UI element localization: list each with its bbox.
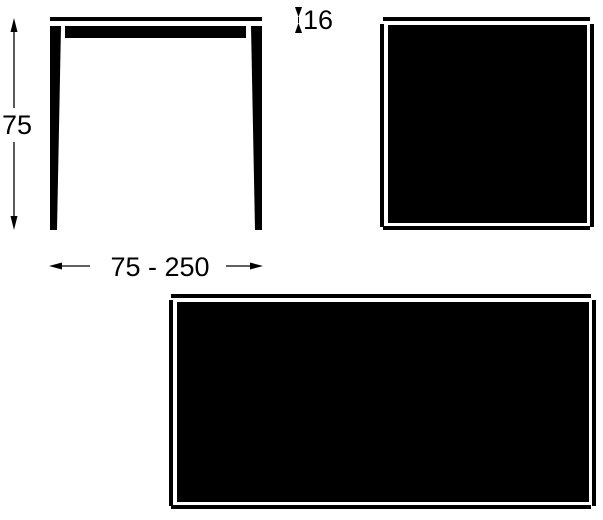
square-top-edge-top [383,17,590,21]
left-leg [50,26,61,230]
rectangular-top-plan-view [169,294,596,509]
square-top-edge-left [380,24,384,227]
side-elevation-view [50,17,262,230]
thickness-label: 16 [303,5,333,35]
height-arrow-up-icon [10,18,18,32]
right-leg [251,26,262,230]
square-top-surface [388,25,587,223]
rect-top-edge-bottom [171,505,591,509]
width-dimension: 75 - 250 [49,252,263,282]
width-arrow-right-icon [250,262,263,270]
square-top-edge-bottom [383,226,590,230]
square-top-edge-right [590,24,594,227]
thickness-dimension: 16 [295,5,333,35]
rect-top-surface [177,302,589,502]
thickness-arrow-up-icon [295,23,302,33]
width-label: 75 - 250 [110,252,209,282]
height-label-backdrop [0,108,36,142]
thickness-arrow-down-icon [295,7,302,17]
apron-rail [65,26,246,38]
width-arrow-left-icon [49,262,62,270]
rect-top-edge-right [592,300,596,506]
height-arrow-down-icon [10,216,18,230]
rect-top-edge-top [171,294,591,298]
tabletop-edge [50,17,262,21]
rect-top-edge-left [169,300,173,506]
height-dimension: 75 [0,18,36,230]
square-top-plan-view [380,17,594,230]
height-label: 75 [2,110,32,140]
